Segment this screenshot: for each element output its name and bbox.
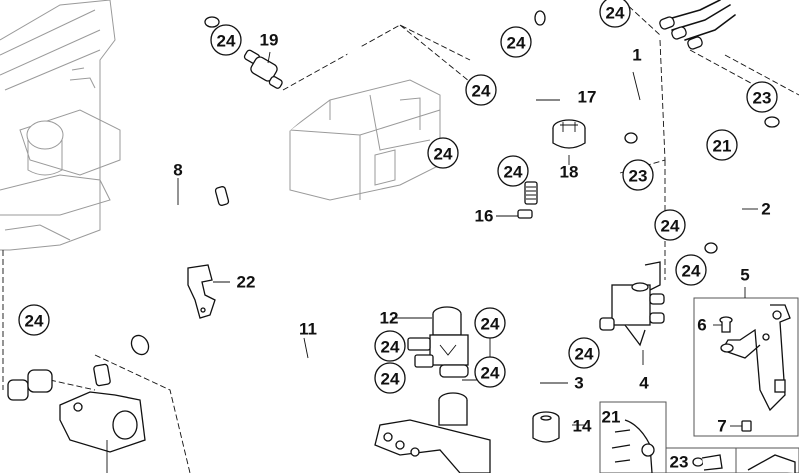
part-label-1[interactable]: 1: [632, 46, 641, 65]
callout-circle: [18, 304, 50, 336]
hose-3[interactable]: [504, 174, 621, 391]
extra-part-box: [735, 447, 799, 473]
callout-number: 24: [606, 4, 625, 23]
hose-2[interactable]: [704, 114, 780, 254]
callout-circle: [675, 254, 707, 286]
part-label-3[interactable]: 3: [574, 374, 583, 393]
callout-circle: [374, 362, 406, 394]
engine-block-outline: [0, 0, 121, 251]
part-label-18[interactable]: 18: [560, 163, 579, 182]
bracket-22[interactable]: [187, 264, 216, 319]
pipes-top-right: [659, 0, 736, 50]
callout-24[interactable]: 24: [465, 74, 497, 106]
water-pump[interactable]: [59, 363, 146, 473]
callout-number: 24: [25, 312, 44, 331]
check-valve-19[interactable]: [243, 49, 283, 89]
part-label-21[interactable]: 21: [602, 408, 621, 427]
hose-11[interactable]: [128, 332, 376, 473]
callout-23[interactable]: 23: [622, 159, 654, 191]
hose-1[interactable]: [534, 9, 656, 144]
callout-24[interactable]: 24: [675, 254, 707, 286]
callout-circle: [474, 356, 506, 388]
callout-number: 24: [504, 163, 523, 182]
double-valve-4[interactable]: [599, 261, 665, 347]
callout-24[interactable]: 24: [474, 356, 506, 388]
callout-circle: [465, 74, 497, 106]
callout-number: 21: [713, 137, 732, 156]
callout-number: 23: [629, 167, 648, 186]
callout-circle: [374, 330, 406, 362]
part-label-6[interactable]: 6: [697, 316, 706, 335]
clip-21-box[interactable]: [599, 401, 667, 473]
connector-left[interactable]: [7, 339, 68, 401]
callout-24[interactable]: 24: [18, 304, 50, 336]
part-label-12[interactable]: 12: [380, 309, 399, 328]
callout-number: 24: [575, 345, 594, 364]
callout-circle: [746, 81, 778, 113]
valve-lower[interactable]: [374, 392, 491, 473]
part-label-19[interactable]: 19: [260, 31, 279, 50]
hose-17[interactable]: [479, 64, 561, 156]
part-label-23[interactable]: 23: [670, 453, 689, 472]
clip-7[interactable]: [741, 420, 752, 432]
callout-24[interactable]: 24: [427, 137, 459, 169]
callout-24[interactable]: 24: [500, 26, 532, 58]
callout-number: 24: [481, 364, 500, 383]
part-label-4[interactable]: 4: [639, 374, 649, 393]
callout-circle: [622, 159, 654, 191]
callout-circle: [568, 337, 600, 369]
part-label-8[interactable]: 8: [173, 161, 182, 180]
callout-number: 24: [507, 34, 526, 53]
part-label-17[interactable]: 17: [578, 88, 597, 107]
callout-number: 23: [753, 89, 772, 108]
callout-number: 24: [381, 338, 400, 357]
callout-circle: [474, 307, 506, 339]
hose-top-left[interactable]: [174, 0, 220, 28]
callout-number: 24: [381, 370, 400, 389]
callout-24[interactable]: 24: [474, 307, 506, 339]
callout-24[interactable]: 24: [497, 155, 529, 187]
callout-number: 24: [472, 82, 491, 101]
callout-number: 24: [481, 315, 500, 334]
rubber-mount-14[interactable]: [532, 411, 560, 443]
part-label-2[interactable]: 2: [761, 200, 770, 219]
callout-circle: [500, 26, 532, 58]
grommet-6[interactable]: [719, 316, 733, 333]
bracket-kit-5[interactable]: [693, 297, 799, 437]
part-label-16[interactable]: 16: [475, 207, 494, 226]
callout-23[interactable]: 23: [746, 81, 778, 113]
callout-number: 24: [434, 145, 453, 164]
callout-number: 24: [661, 217, 680, 236]
callout-circle: [706, 129, 738, 161]
callout-number: 24: [217, 32, 236, 51]
callout-circle: [599, 0, 631, 28]
callout-circle: [210, 24, 242, 56]
hose-16[interactable]: [439, 179, 538, 306]
callout-circle: [654, 209, 686, 241]
valve-12[interactable]: [407, 306, 469, 378]
ring-18[interactable]: [552, 119, 586, 149]
callout-24[interactable]: 24: [599, 0, 631, 28]
callout-21[interactable]: 21: [706, 129, 738, 161]
part-label-11[interactable]: 11: [299, 320, 317, 339]
callout-24[interactable]: 24: [374, 330, 406, 362]
callout-24[interactable]: 24: [374, 362, 406, 394]
callout-24[interactable]: 24: [568, 337, 600, 369]
callout-circle: [497, 155, 529, 187]
part-label-14[interactable]: 14: [573, 417, 592, 436]
callout-24[interactable]: 24: [210, 24, 242, 56]
callout-24[interactable]: 24: [654, 209, 686, 241]
part-label-22[interactable]: 22: [237, 273, 256, 292]
callout-circle: [427, 137, 459, 169]
hose-8[interactable]: [19, 0, 361, 386]
part-label-7[interactable]: 7: [717, 417, 726, 436]
callout-number: 24: [682, 262, 701, 281]
part-label-5[interactable]: 5: [740, 266, 749, 285]
